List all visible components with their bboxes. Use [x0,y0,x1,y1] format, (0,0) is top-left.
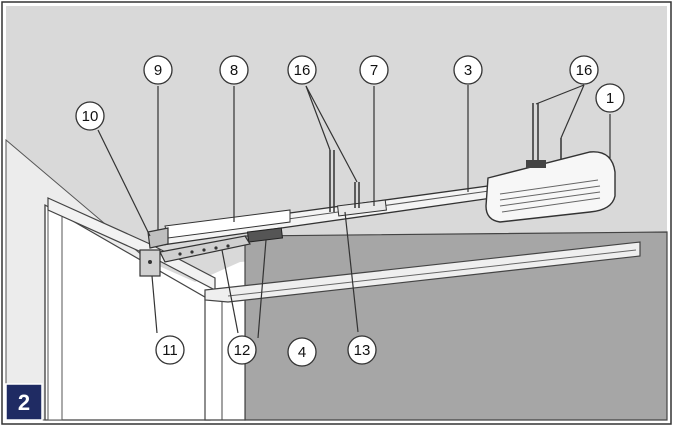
callout-8: 8 [219,55,249,85]
callout-1-label: 1 [606,90,614,107]
callout-9-label: 9 [154,62,162,79]
callout-16-right-label: 16 [576,62,593,79]
motor-mount [526,160,546,168]
callout-10: 10 [75,101,105,131]
callout-16-left-label: 16 [294,62,311,79]
callout-7-label: 7 [370,62,378,79]
callout-3-label: 3 [464,62,472,79]
figure-number: 2 [18,390,30,415]
callout-16-right: 16 [569,55,599,85]
leader-lines [97,84,611,339]
callout-10-label: 10 [82,108,99,125]
callout-4: 4 [287,337,317,367]
leader-11 [151,275,158,334]
leader-12 [221,249,239,334]
header-rail [204,241,641,303]
callout-12: 12 [227,335,257,365]
leader-16a-2 [305,85,358,183]
callout-3: 3 [453,55,483,85]
motor-vent-3 [499,179,599,195]
door-bracket-bolt [148,260,152,264]
leader-16b-1 [535,84,585,105]
motor-vent-4 [501,197,601,213]
callout-12-label: 12 [234,342,251,359]
front-bracket [147,227,169,249]
figure-number-badge: 2 [5,383,43,421]
callout-8-label: 8 [230,62,238,79]
trolley [246,227,284,243]
callout-13: 13 [347,335,377,365]
callout-4-label: 4 [298,344,306,361]
callout-7: 7 [359,55,389,85]
callout-16-left: 16 [287,55,317,85]
leader-16a-1 [305,85,331,151]
door-frame-post [47,197,63,421]
callout-13-label: 13 [354,342,371,359]
callout-11: 11 [155,335,185,365]
leader-10 [97,129,151,237]
motor-vent-1 [499,191,601,207]
callout-11-label: 11 [162,342,178,359]
callout-9: 9 [143,55,173,85]
door-arm-holes [178,244,230,256]
leader-13 [344,211,359,333]
leader-16b-2 [560,84,585,139]
header-rail-line [227,249,637,297]
leader-4 [257,239,267,339]
motor-vent-2 [499,185,601,201]
callout-1: 1 [595,83,625,113]
